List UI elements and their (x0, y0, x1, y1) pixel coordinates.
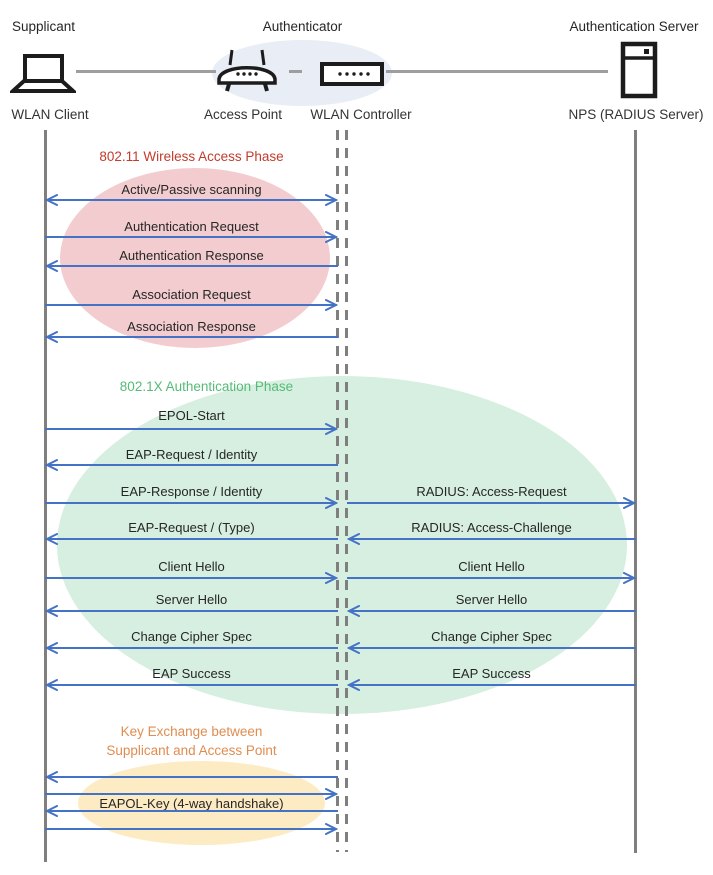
access-point-icon (217, 49, 277, 92)
arrow-eap-success-left (45, 678, 338, 692)
arrow-eapol-key-3 (45, 804, 338, 818)
message-label: EAP Success (152, 666, 231, 681)
message-label: RADIUS: Access-Request (416, 484, 567, 499)
arrow-association-request (45, 298, 338, 312)
role-label-supplicant: Supplicant (12, 19, 76, 34)
arrow-eap-request-type (45, 532, 338, 546)
phase1-ellipse (60, 168, 330, 348)
arrow-association-response (45, 330, 338, 344)
message-label: RADIUS: Access-Challenge (411, 520, 572, 535)
arrow-client-hello-left (45, 571, 338, 585)
message-label: Server Hello (155, 592, 228, 607)
message-label: Change Cipher Spec (131, 629, 252, 644)
arrow-change-cipher-spec-right (347, 641, 636, 655)
node-label-wlan-client: WLAN Client (11, 107, 89, 122)
message-label: Client Hello (158, 559, 225, 574)
phase3-ellipse (78, 761, 325, 845)
role-label-authentication-server: Authentication Server (569, 19, 699, 34)
message-label: Change Cipher Spec (431, 629, 552, 644)
arrow-authentication-response (45, 259, 338, 273)
message-label: Client Hello (458, 559, 525, 574)
lifeline-authenticator-dashed-1 (336, 130, 339, 852)
message-label: Active/Passive scanning (121, 182, 262, 197)
arrow-authentication-request (45, 230, 338, 244)
lifeline-authenticator-dashed-2 (345, 130, 348, 852)
message-label: EAP-Request / (Type) (128, 520, 255, 535)
node-label-access-point: Access Point (203, 107, 283, 122)
laptop-icon (10, 54, 76, 93)
arrow-radius-access-request (347, 496, 636, 510)
arrow-eap-request-identity (45, 458, 338, 472)
phase2-title: 802.1X Authentication Phase (119, 379, 294, 394)
arrow-eap-response-identity (45, 496, 338, 510)
connector-line-left (76, 70, 216, 73)
phase2-ellipse (57, 376, 627, 714)
arrow-active-passive-scanning (45, 193, 338, 207)
message-label: EAP Success (452, 666, 531, 681)
arrow-eapol-key-1 (45, 770, 338, 784)
arrow-eapol-key-4 (45, 822, 338, 836)
message-label: Server Hello (455, 592, 528, 607)
message-label: Authentication Request (124, 219, 259, 234)
message-label: Association Response (127, 319, 256, 334)
node-label-wlan-controller: WLAN Controller (310, 107, 412, 122)
phase3-title-line2: Supplicant and Access Point (106, 743, 277, 758)
arrow-eap-success-right (347, 678, 636, 692)
arrow-epol-start (45, 422, 338, 436)
role-label-authenticator: Authenticator (262, 19, 343, 34)
arrow-server-hello-left (45, 604, 338, 618)
message-label: EAP-Request / Identity (125, 447, 258, 462)
node-label-nps-radius-server: NPS (RADIUS Server) (568, 107, 704, 122)
message-label-eapol-key: EAPOL-Key (4-way handshake) (99, 796, 284, 811)
lifeline-wlan-client (44, 130, 47, 862)
arrow-client-hello-right (347, 571, 636, 585)
wlan-controller-icon (320, 62, 384, 86)
server-icon (620, 41, 658, 99)
arrow-eapol-key-2 (45, 787, 338, 801)
connector-line-right (386, 70, 608, 73)
arrow-server-hello-right (347, 604, 636, 618)
arrow-change-cipher-spec-left (45, 641, 338, 655)
phase3-title-line1: Key Exchange between (120, 724, 263, 739)
phase1-title: 802.11 Wireless Access Phase (99, 149, 284, 164)
phase3-title: Key Exchange between Supplicant and Acce… (45, 722, 338, 760)
message-label: Association Request (132, 287, 251, 302)
message-label: Authentication Response (119, 248, 264, 263)
arrow-radius-access-challenge (347, 532, 636, 546)
lifeline-nps-server (634, 130, 637, 853)
message-label: EAP-Response / Identity (120, 484, 263, 499)
message-label: EPOL-Start (158, 408, 225, 423)
connector-dash-middle (289, 70, 302, 73)
